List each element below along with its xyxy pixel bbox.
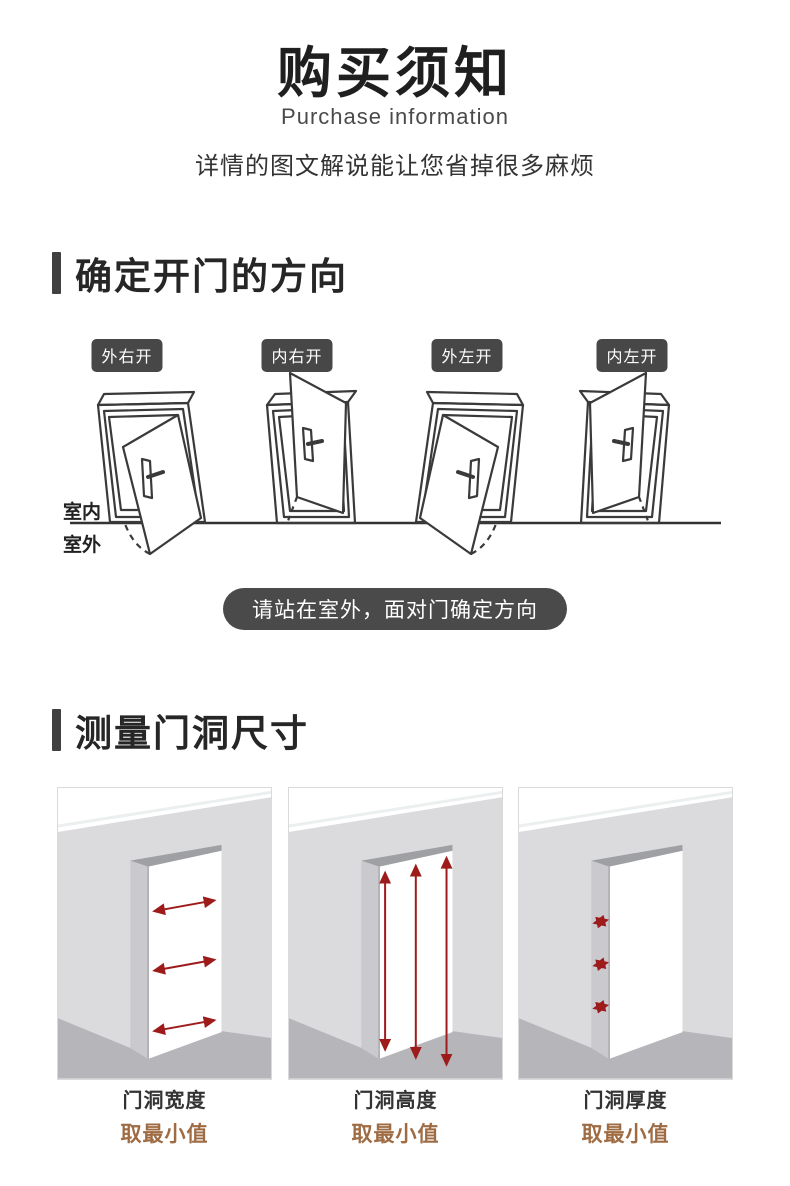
heading-accent-bar: [52, 709, 61, 751]
caption-door-height: 门洞高度 取最小值: [288, 1084, 503, 1148]
outdoor-label: 室外: [63, 533, 101, 556]
chip-inward-left: 内左开: [596, 339, 668, 372]
caption-note: 取最小值: [120, 1123, 209, 1146]
chip-outward-left: 外左开: [431, 339, 503, 372]
caption-door-thickness: 门洞厚度 取最小值: [518, 1084, 733, 1148]
chip-inward-right: 内右开: [261, 339, 333, 372]
height-arrows: [379, 855, 453, 1067]
page-subtitle: Purchase information: [281, 104, 509, 129]
section-direction-heading: 确定开门的方向: [52, 246, 348, 300]
stand-outside-tip: 请站在室外，面对门确定方向: [223, 588, 567, 630]
chip-outward-right: 外右开: [91, 339, 163, 372]
indoor-label: 室内: [63, 500, 101, 523]
door-inward-left: [578, 371, 671, 525]
door-direction-diagram: 室内 室外: [63, 371, 721, 556]
page-title: 购买须知: [276, 42, 513, 104]
heading-accent-bar: [52, 252, 61, 294]
door-outward-left: [414, 390, 525, 556]
section-measure-heading: 测量门洞尺寸: [52, 703, 309, 757]
caption-title: 门洞高度: [353, 1090, 438, 1112]
caption-note: 取最小值: [351, 1123, 440, 1146]
section-direction-title: 确定开门的方向: [75, 256, 348, 297]
thickness-arrows: [592, 914, 610, 1014]
door-outward-right: [96, 390, 207, 556]
section-measure-title: 测量门洞尺寸: [75, 713, 309, 754]
figure-door-height: [287, 787, 504, 1081]
figure-door-width: [56, 787, 273, 1081]
figure-door-thickness: [517, 787, 734, 1081]
caption-door-width: 门洞宽度 取最小值: [57, 1084, 272, 1148]
caption-title: 门洞宽度: [122, 1090, 207, 1112]
page-tagline: 详情的图文解说能让您省掉很多麻烦: [195, 153, 595, 180]
caption-title: 门洞厚度: [583, 1090, 668, 1112]
width-arrows: [152, 896, 217, 1035]
door-inward-right: [265, 371, 358, 525]
caption-note: 取最小值: [581, 1123, 670, 1146]
